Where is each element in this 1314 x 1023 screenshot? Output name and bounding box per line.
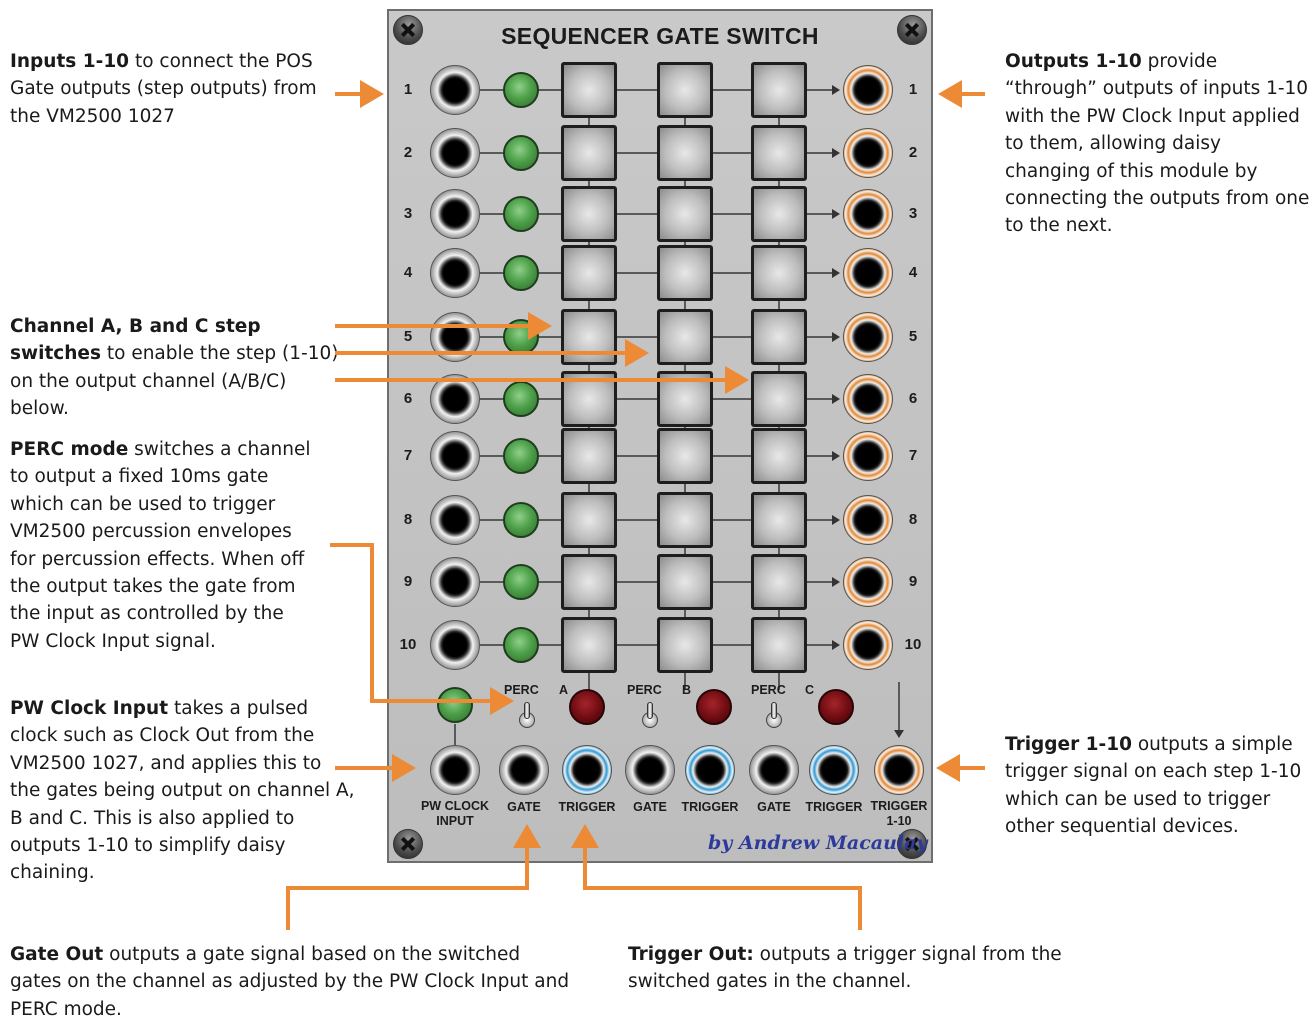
arrow-trigger-out <box>585 828 860 930</box>
arrow-gate-out <box>288 828 527 930</box>
arrow-perc <box>330 545 510 701</box>
